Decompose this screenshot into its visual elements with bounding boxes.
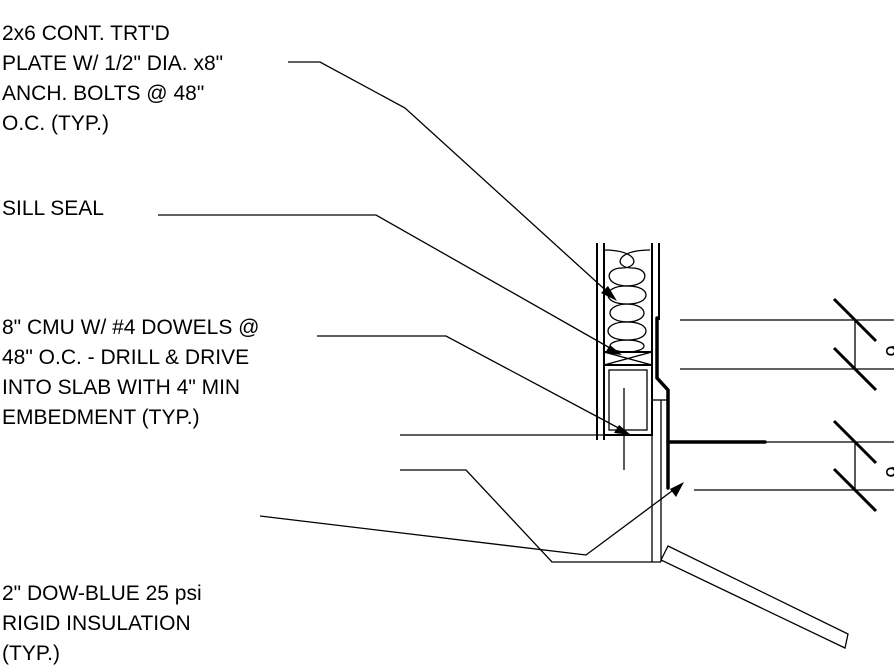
dimension-upper: 6"	[881, 345, 894, 364]
flashing	[655, 316, 767, 490]
cmu-leader	[317, 335, 631, 435]
stud-wall	[596, 243, 660, 440]
dimension-lower: 6"	[881, 466, 894, 485]
insulation-leader	[259, 482, 684, 556]
cmu-block	[603, 364, 653, 470]
cmu-note-line-2: 48" O.C. - DRILL & DRIVE	[2, 346, 249, 369]
batt-insulation	[603, 249, 651, 353]
rigid-insulation-board	[660, 545, 849, 649]
cmu-note: 8" CMU W/ #4 DOWELS @ 48" O.C. - DRILL &…	[2, 316, 259, 429]
plate-note: 2x6 CONT. TRT'D PLATE W/ 1/2" DIA. x8" A…	[2, 22, 223, 135]
insulation-note-line-1: 2" DOW-BLUE 25 psi	[2, 582, 202, 605]
insulation-note: 2" DOW-BLUE 25 psi RIGID INSULATION (TYP…	[2, 582, 202, 665]
plate-note-line-4: O.C. (TYP.)	[2, 112, 109, 135]
sill-seal-note: SILL SEAL	[2, 197, 104, 220]
cmu-note-line-3: INTO SLAB WITH 4" MIN	[2, 376, 240, 399]
dimension-lines	[680, 297, 894, 513]
plate-note-line-2: PLATE W/ 1/2" DIA. x8"	[2, 52, 223, 75]
cmu-note-line-1: 8" CMU W/ #4 DOWELS @	[2, 316, 259, 339]
plate-note-line-3: ANCH. BOLTS @ 48"	[2, 82, 204, 105]
insulation-note-line-2: RIGID INSULATION	[2, 612, 191, 635]
dimension-labels: 6" 6"	[881, 345, 894, 485]
sill-plate	[603, 351, 653, 366]
insulation-note-line-3: (TYP.)	[2, 642, 60, 665]
slab-and-footing	[400, 399, 668, 563]
plate-leader	[288, 61, 617, 301]
cmu-note-line-4: EMBEDMENT (TYP.)	[2, 406, 200, 429]
sill-seal-note-line-1: SILL SEAL	[2, 197, 104, 220]
plate-note-line-1: 2x6 CONT. TRT'D	[2, 22, 170, 45]
